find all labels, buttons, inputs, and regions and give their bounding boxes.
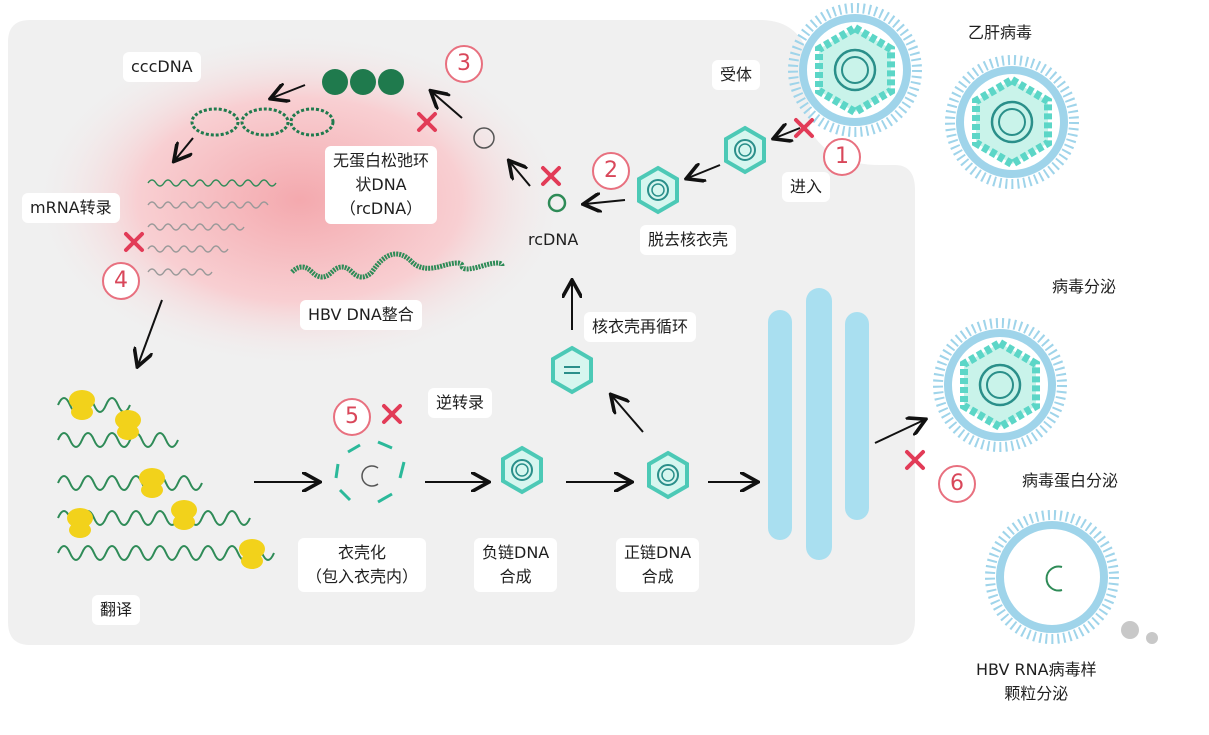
rcdna-desc-line2: 状DNA [355, 175, 407, 194]
cccdna-beads-icon [322, 69, 404, 95]
plus-strand-label: 正链DNA 合成 [616, 538, 700, 592]
encapsidation-icon [334, 440, 406, 504]
er-golgi-icon [768, 288, 869, 560]
flow-arrows [138, 85, 924, 482]
translation-label: 翻译 [92, 595, 141, 625]
recycling-capsid-icon [551, 345, 593, 395]
block-mark-icon [124, 112, 925, 470]
minus-strand-line1: 负链DNA [482, 543, 550, 562]
reverse-transcription-label: 逆转录 [428, 388, 493, 418]
rna-particle-label: HBV RNA病毒样 颗粒分泌 [968, 655, 1105, 709]
rna-particle-line1: HBV RNA病毒样 [976, 660, 1097, 679]
encapsidation-label: 衣壳化 （包入衣壳内） [298, 538, 427, 592]
rcdna-desc-line1: 无蛋白松弛环 [333, 151, 430, 170]
hbv-virion-icon [945, 55, 1079, 189]
minus-strand-label: 负链DNA 合成 [474, 538, 558, 592]
mrna-transcription-label: mRNA转录 [22, 193, 120, 223]
mrna-strands-icon [147, 179, 277, 276]
rcdna-nucleus-icon [473, 127, 495, 149]
cccdna-label: cccDNA [123, 52, 201, 82]
rcdna-icon [547, 193, 567, 213]
step-5-badge: 5 [333, 398, 371, 436]
plus-strand-line1: 正链DNA [624, 543, 692, 562]
hbv-virion-icon [788, 3, 922, 137]
plus-strand-capsid-icon [647, 451, 689, 499]
step-2-badge: 2 [592, 152, 630, 190]
rna-particle-line2: 颗粒分泌 [1004, 684, 1069, 703]
uncoating-label: 脱去核衣壳 [640, 225, 737, 255]
protein-secretion-label: 病毒蛋白分泌 [1014, 466, 1127, 496]
entering-capsid-icon [724, 126, 766, 174]
encapsidation-line1: 衣壳化 [338, 543, 387, 562]
plus-strand-line2: 合成 [641, 567, 674, 586]
uncoating-capsid-icon [637, 166, 679, 214]
step-1-badge: 1 [823, 138, 861, 176]
minus-strand-capsid-icon [501, 446, 543, 494]
step-3-badge: 3 [445, 45, 483, 83]
rcdna-desc-line3: （rcDNA） [339, 199, 423, 218]
virus-secretion-label: 病毒分泌 [1044, 272, 1125, 302]
cccdna-rings-icon [190, 107, 335, 137]
rna-particle-icon [985, 510, 1158, 644]
minus-strand-line2: 合成 [499, 567, 532, 586]
entry-label: 进入 [782, 172, 831, 202]
integrated-dna-icon [290, 251, 505, 280]
hbv-virus-label: 乙肝病毒 [960, 18, 1041, 48]
rcdna-label: rcDNA [528, 230, 579, 249]
receptor-label: 受体 [712, 60, 761, 90]
capsid-recycling-label: 核衣壳再循环 [584, 312, 697, 342]
encapsidation-line2: （包入衣壳内） [306, 567, 419, 586]
rcdna-description: 无蛋白松弛环 状DNA （rcDNA） [325, 146, 438, 224]
hbv-dna-integration-label: HBV DNA整合 [300, 300, 422, 330]
secreted-virion-icon [933, 318, 1067, 452]
ribosome-icon [67, 390, 265, 569]
step-6-badge: 6 [938, 465, 976, 503]
step-4-badge: 4 [102, 262, 140, 300]
